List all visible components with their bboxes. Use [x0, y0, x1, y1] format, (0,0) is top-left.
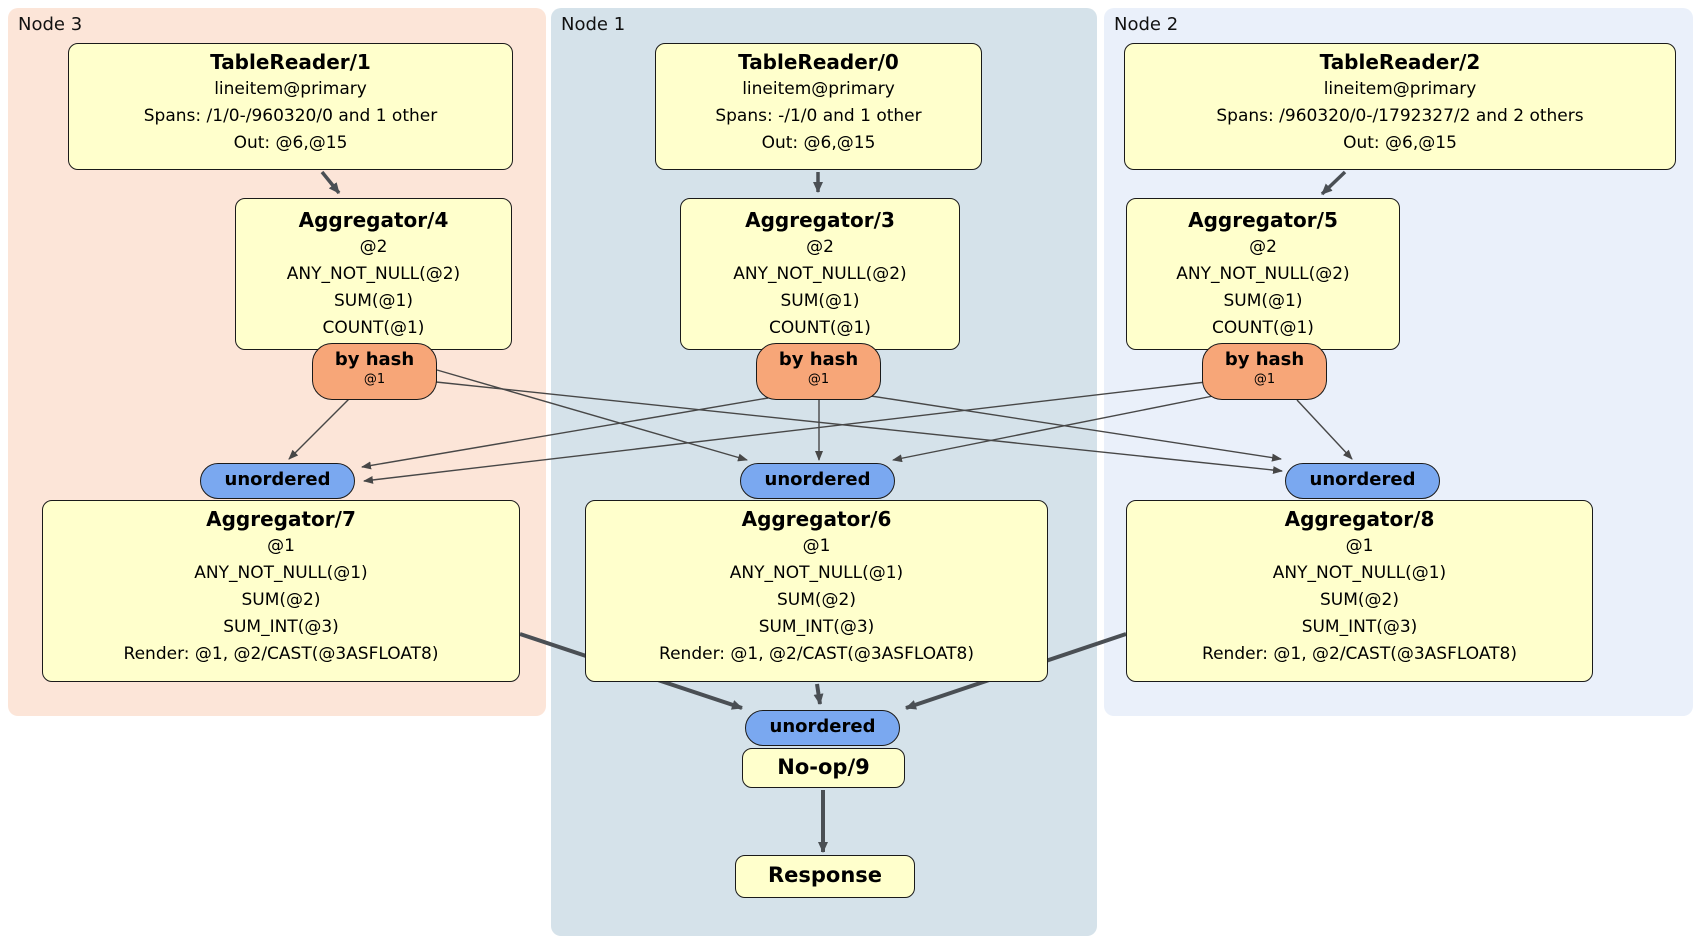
box-line: SUM(@2) [1320, 590, 1399, 610]
edge-bh1-un3 [361, 397, 769, 470]
router-label: unordered [224, 469, 331, 490]
box-line: @2 [359, 237, 388, 257]
box-line: COUNT(@1) [1212, 318, 1314, 338]
edge-tr1-ag4 [320, 170, 341, 195]
box-title: Aggregator/7 [206, 507, 356, 531]
box-line: SUM(@1) [334, 291, 413, 311]
aggregator-5-box: Aggregator/5 @2 ANY_NOT_NULL(@2) SUM(@1)… [1126, 198, 1400, 350]
box-line: SUM(@1) [1223, 291, 1303, 311]
node1-label: Node 1 [561, 14, 626, 35]
edge-bh3-un1 [436, 369, 748, 462]
box-title: TableReader/2 [1319, 50, 1481, 74]
box-line: @2 [1249, 237, 1277, 257]
edge-ag6-unb [813, 683, 824, 705]
router-label: by hash [778, 349, 859, 370]
router-label: unordered [1309, 469, 1416, 490]
box-line: SUM(@1) [780, 291, 860, 311]
by-hash-router-node2: by hash @1 [1202, 343, 1327, 400]
box-line: @1 [267, 536, 295, 556]
box-line: SUM_INT(@3) [223, 617, 339, 637]
box-line: COUNT(@1) [769, 318, 871, 338]
box-title: TableReader/0 [738, 50, 899, 74]
box-title: TableReader/1 [210, 50, 371, 74]
unordered-sync-final: unordered [745, 710, 900, 746]
box-line: Spans: /960320/0-/1792327/2 and 2 others [1216, 106, 1584, 126]
box-line: ANY_NOT_NULL(@1) [729, 563, 904, 583]
box-title: Response [767, 863, 883, 887]
edge-bh3-un2 [435, 381, 1283, 475]
box-line: SUM(@2) [777, 590, 856, 610]
unordered-sync-node1: unordered [740, 463, 895, 499]
box-line: Render: @1, @2/CAST(@3ASFLOAT8) [659, 644, 974, 664]
box-line: Spans: /1/0-/960320/0 and 1 other [143, 106, 438, 126]
tablereader-2-box: TableReader/2 lineitem@primary Spans: /9… [1124, 43, 1676, 170]
router-label: unordered [764, 469, 871, 490]
noop-9-box: No-op/9 [742, 748, 905, 788]
aggregator-3-box: Aggregator/3 @2 ANY_NOT_NULL(@2) SUM(@1)… [680, 198, 960, 350]
box-line: ANY_NOT_NULL(@2) [733, 264, 907, 284]
router-key: @1 [807, 372, 830, 387]
box-title: Aggregator/4 [298, 208, 449, 232]
box-line: @1 [802, 536, 831, 556]
box-line: SUM_INT(@3) [1301, 617, 1418, 637]
box-line: ANY_NOT_NULL(@2) [286, 264, 461, 284]
aggregator-4-box: Aggregator/4 @2 ANY_NOT_NULL(@2) SUM(@1)… [235, 198, 512, 350]
aggregator-8-box: Aggregator/8 @1 ANY_NOT_NULL(@1) SUM(@2)… [1126, 500, 1593, 682]
tablereader-0-box: TableReader/0 lineitem@primary Spans: -/… [655, 43, 982, 170]
box-title: Aggregator/5 [1188, 208, 1338, 232]
router-label: unordered [769, 716, 876, 737]
box-title: Aggregator/3 [745, 208, 895, 232]
tablereader-1-box: TableReader/1 lineitem@primary Spans: /1… [68, 43, 513, 170]
box-line: lineitem@primary [214, 79, 367, 99]
unordered-sync-node2: unordered [1285, 463, 1440, 499]
box-title: Aggregator/6 [741, 507, 892, 531]
by-hash-router-node1: by hash @1 [756, 343, 881, 400]
response-box: Response [735, 855, 915, 898]
aggregator-7-box: Aggregator/7 @1 ANY_NOT_NULL(@1) SUM(@2)… [42, 500, 520, 682]
edge-bh1-un2 [870, 395, 1282, 462]
box-title: Aggregator/8 [1284, 507, 1435, 531]
box-line: Out: @6,@15 [1343, 133, 1457, 153]
edge-bh3-un3 [288, 397, 351, 460]
router-key: @1 [1253, 372, 1276, 387]
box-line: @1 [1345, 536, 1374, 556]
box-line: SUM_INT(@3) [758, 617, 875, 637]
box-title: No-op/9 [777, 755, 870, 779]
box-line: lineitem@primary [1323, 79, 1477, 99]
box-line: ANY_NOT_NULL(@1) [194, 563, 368, 583]
edge-tr2-ag5 [1320, 170, 1347, 196]
box-line: lineitem@primary [742, 79, 895, 99]
box-line: COUNT(@1) [322, 318, 425, 338]
edge-bh2-un1 [892, 395, 1214, 463]
router-label: by hash [1224, 349, 1305, 370]
box-line: SUM(@2) [241, 590, 321, 610]
box-line: Out: @6,@15 [761, 133, 876, 153]
aggregator-6-box: Aggregator/6 @1 ANY_NOT_NULL(@1) SUM(@2)… [585, 500, 1048, 682]
node2-label: Node 2 [1114, 14, 1179, 35]
unordered-sync-node3: unordered [200, 463, 355, 499]
router-key: @1 [363, 372, 386, 387]
router-label: by hash [334, 349, 415, 370]
edge-bh2-un2 [1296, 399, 1353, 460]
box-line: ANY_NOT_NULL(@2) [1176, 264, 1350, 284]
box-line: Render: @1, @2/CAST(@3ASFLOAT8) [123, 644, 439, 664]
box-line: ANY_NOT_NULL(@1) [1272, 563, 1447, 583]
node3-label: Node 3 [18, 14, 83, 35]
box-line: @2 [806, 237, 834, 257]
edge-bh2-un3 [363, 381, 1207, 484]
box-line: Out: @6,@15 [233, 133, 348, 153]
by-hash-router-node3: by hash @1 [312, 343, 437, 400]
box-line: Render: @1, @2/CAST(@3ASFLOAT8) [1202, 644, 1517, 664]
box-line: Spans: -/1/0 and 1 other [715, 106, 922, 126]
